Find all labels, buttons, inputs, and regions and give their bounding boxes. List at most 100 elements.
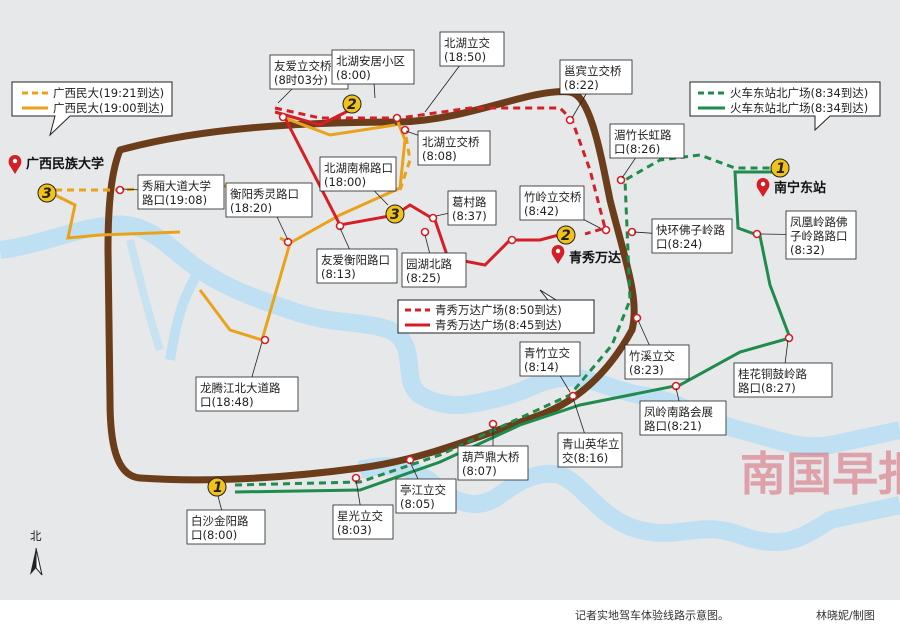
callout-text: 路口(19:08) xyxy=(142,193,207,207)
badges: 2 3 3 2 1 1 xyxy=(37,94,790,497)
dot-yongbin xyxy=(565,115,575,125)
svg-text:青秀万达广场(8:45到达): 青秀万达广场(8:45到达) xyxy=(435,318,562,332)
dot-hengyang-xiuling xyxy=(283,237,293,247)
place-guangxi-univ: 广西民族大学 xyxy=(26,156,104,172)
callout-text: 青山英华立 xyxy=(562,437,620,451)
callout-text: 青竹立交 xyxy=(524,346,570,360)
callout-youai-qiao-a: 友爱立交桥(8时03分) xyxy=(269,54,349,104)
callout-text: (8:23) xyxy=(629,363,664,377)
callout-text: 口(8:00) xyxy=(191,528,237,542)
callout-text: 邕宾立交桥 xyxy=(564,64,622,78)
badge-2-top: 2 xyxy=(342,94,362,114)
pin-nanning-east: 南宁东站 xyxy=(756,178,826,197)
callout-beihu-lijiao-top: 北湖立交(18:50) xyxy=(424,31,505,113)
callout-text: 路口(8:27) xyxy=(738,381,796,395)
watermark: 南国早报 xyxy=(740,447,900,501)
dot-beihu-lijiaoqiao xyxy=(400,125,410,135)
callout-zhuxi: 竹溪立交(8:23) xyxy=(624,319,690,380)
north-arrow: 北 xyxy=(30,529,43,576)
dot-tingjiang xyxy=(405,455,415,465)
callout-text: (8:08) xyxy=(422,149,457,163)
ring-road xyxy=(104,88,638,484)
callout-text: 口(8:26) xyxy=(614,142,660,156)
callout-huludian: 葫芦鼎大桥(8:07) xyxy=(457,426,529,481)
svg-text:青秀万达广场(8:50到达): 青秀万达广场(8:50到达) xyxy=(435,303,562,317)
badge-1-south: 1 xyxy=(207,477,227,497)
callout-text: 亭江立交 xyxy=(400,483,446,497)
callout-text: (18:00) xyxy=(324,175,366,189)
dot-yuanhu xyxy=(420,227,430,237)
callout-text: 路口(8:21) xyxy=(644,419,702,433)
callout-text: 秀厢大道大学 xyxy=(142,179,211,193)
callout-text: 友爱衡阳路口 xyxy=(321,253,390,267)
callout-zhuling: 竹岭立交桥(8:42) xyxy=(519,185,601,229)
callout-text: 口(8:24) xyxy=(656,237,702,251)
callout-text: (8:05) xyxy=(400,497,435,511)
callout-text: 白沙金阳路 xyxy=(191,514,249,528)
callout-text: (8:03) xyxy=(337,523,372,537)
callout-text: (8:07) xyxy=(462,464,497,478)
callout-text: (18:20) xyxy=(230,201,272,215)
callout-beihu-anju: 北湖安居小区(8:00) xyxy=(331,49,415,99)
callout-text: (8:32) xyxy=(790,243,825,257)
callout-text: 凤岭南路会展 xyxy=(644,405,713,419)
callout-text: 龙腾江北大道路 xyxy=(200,381,281,395)
credit: 林晓妮/制图 xyxy=(816,608,875,622)
callout-tingjiang: 亭江立交(8:05) xyxy=(395,461,457,514)
callout-text: 竹岭立交桥 xyxy=(524,190,582,204)
legend-huoche: 火车东站北广场(8:34到达) 火车东站北广场(8:34到达) xyxy=(689,81,881,132)
badge-3-center: 3 xyxy=(385,204,405,224)
dot-fenghuangling xyxy=(752,229,762,239)
dot-gecun xyxy=(428,213,438,223)
callout-text: 凤凰岭路佛 xyxy=(790,215,848,229)
callout-text: 园湖北路 xyxy=(406,257,452,271)
svg-text:火车东站北广场(8:34到达): 火车东站北广场(8:34到达) xyxy=(730,86,868,100)
callout-text: 桂花铜鼓岭路 xyxy=(738,367,807,381)
callout-text: 葛村路 xyxy=(452,195,487,209)
badge-3-left: 3 xyxy=(37,183,57,203)
dot-zhuling xyxy=(601,225,611,235)
pin-qingxiu: 青秀万达 xyxy=(551,245,621,266)
place-nanning-east: 南宁东站 xyxy=(774,180,826,196)
dot-youai-lijiao xyxy=(278,112,288,122)
callout-text: 北湖立交 xyxy=(444,36,490,50)
svg-text:1: 1 xyxy=(776,161,786,177)
callout-text: (8:37) xyxy=(452,209,487,223)
pin-guangxi-univ: 广西民族大学 xyxy=(8,155,104,174)
badge-2-right: 2 xyxy=(556,225,576,245)
callout-text: (18:50) xyxy=(444,50,486,64)
callout-text: (8:22) xyxy=(564,78,599,92)
callout-text: 口(18:48) xyxy=(200,395,254,409)
svg-text:广西民大(19:21到达): 广西民大(19:21到达) xyxy=(53,86,164,100)
callout-text: (8:13) xyxy=(321,267,356,281)
callout-yongbin: 邕宾立交桥(8:22) xyxy=(559,59,633,119)
svg-text:1: 1 xyxy=(213,480,223,496)
callout-qingzhu: 青竹立交(8:14) xyxy=(519,341,581,393)
north-label: 北 xyxy=(30,529,42,543)
callout-text: 北湖南棉路口 xyxy=(324,161,393,175)
dot-zhuxi xyxy=(632,313,642,323)
dot-qingshan xyxy=(568,391,578,401)
callout-text: (8:14) xyxy=(524,360,559,374)
place-pins: 广西民族大学 南宁东站 青秀万达 xyxy=(8,155,826,266)
dot-longteng xyxy=(260,335,270,345)
dot-youai-hengyang xyxy=(335,221,345,231)
callout-text: 葫芦鼎大桥 xyxy=(462,450,520,464)
callout-text: 北湖安居小区 xyxy=(336,54,405,68)
callout-text: 星光立交 xyxy=(337,509,383,523)
callout-gecun: 葛村路(8:37) xyxy=(435,190,497,226)
callout-hengyang-xiuling: 衡阳秀灵路口(18:20) xyxy=(225,182,313,241)
callouts: 友爱立交桥(8时03分)北湖安居小区(8:00)北湖立交(18:50)邕宾立交桥… xyxy=(121,31,857,545)
callout-text: 北湖立交桥 xyxy=(422,135,480,149)
dot-meizhu xyxy=(616,175,626,185)
callout-yuanhu: 园湖北路(8:25) xyxy=(401,234,467,288)
badge-1-east: 1 xyxy=(770,158,790,178)
svg-text:3: 3 xyxy=(390,207,400,223)
caption: 记者实地驾车体验线路示意图。 xyxy=(575,608,729,622)
